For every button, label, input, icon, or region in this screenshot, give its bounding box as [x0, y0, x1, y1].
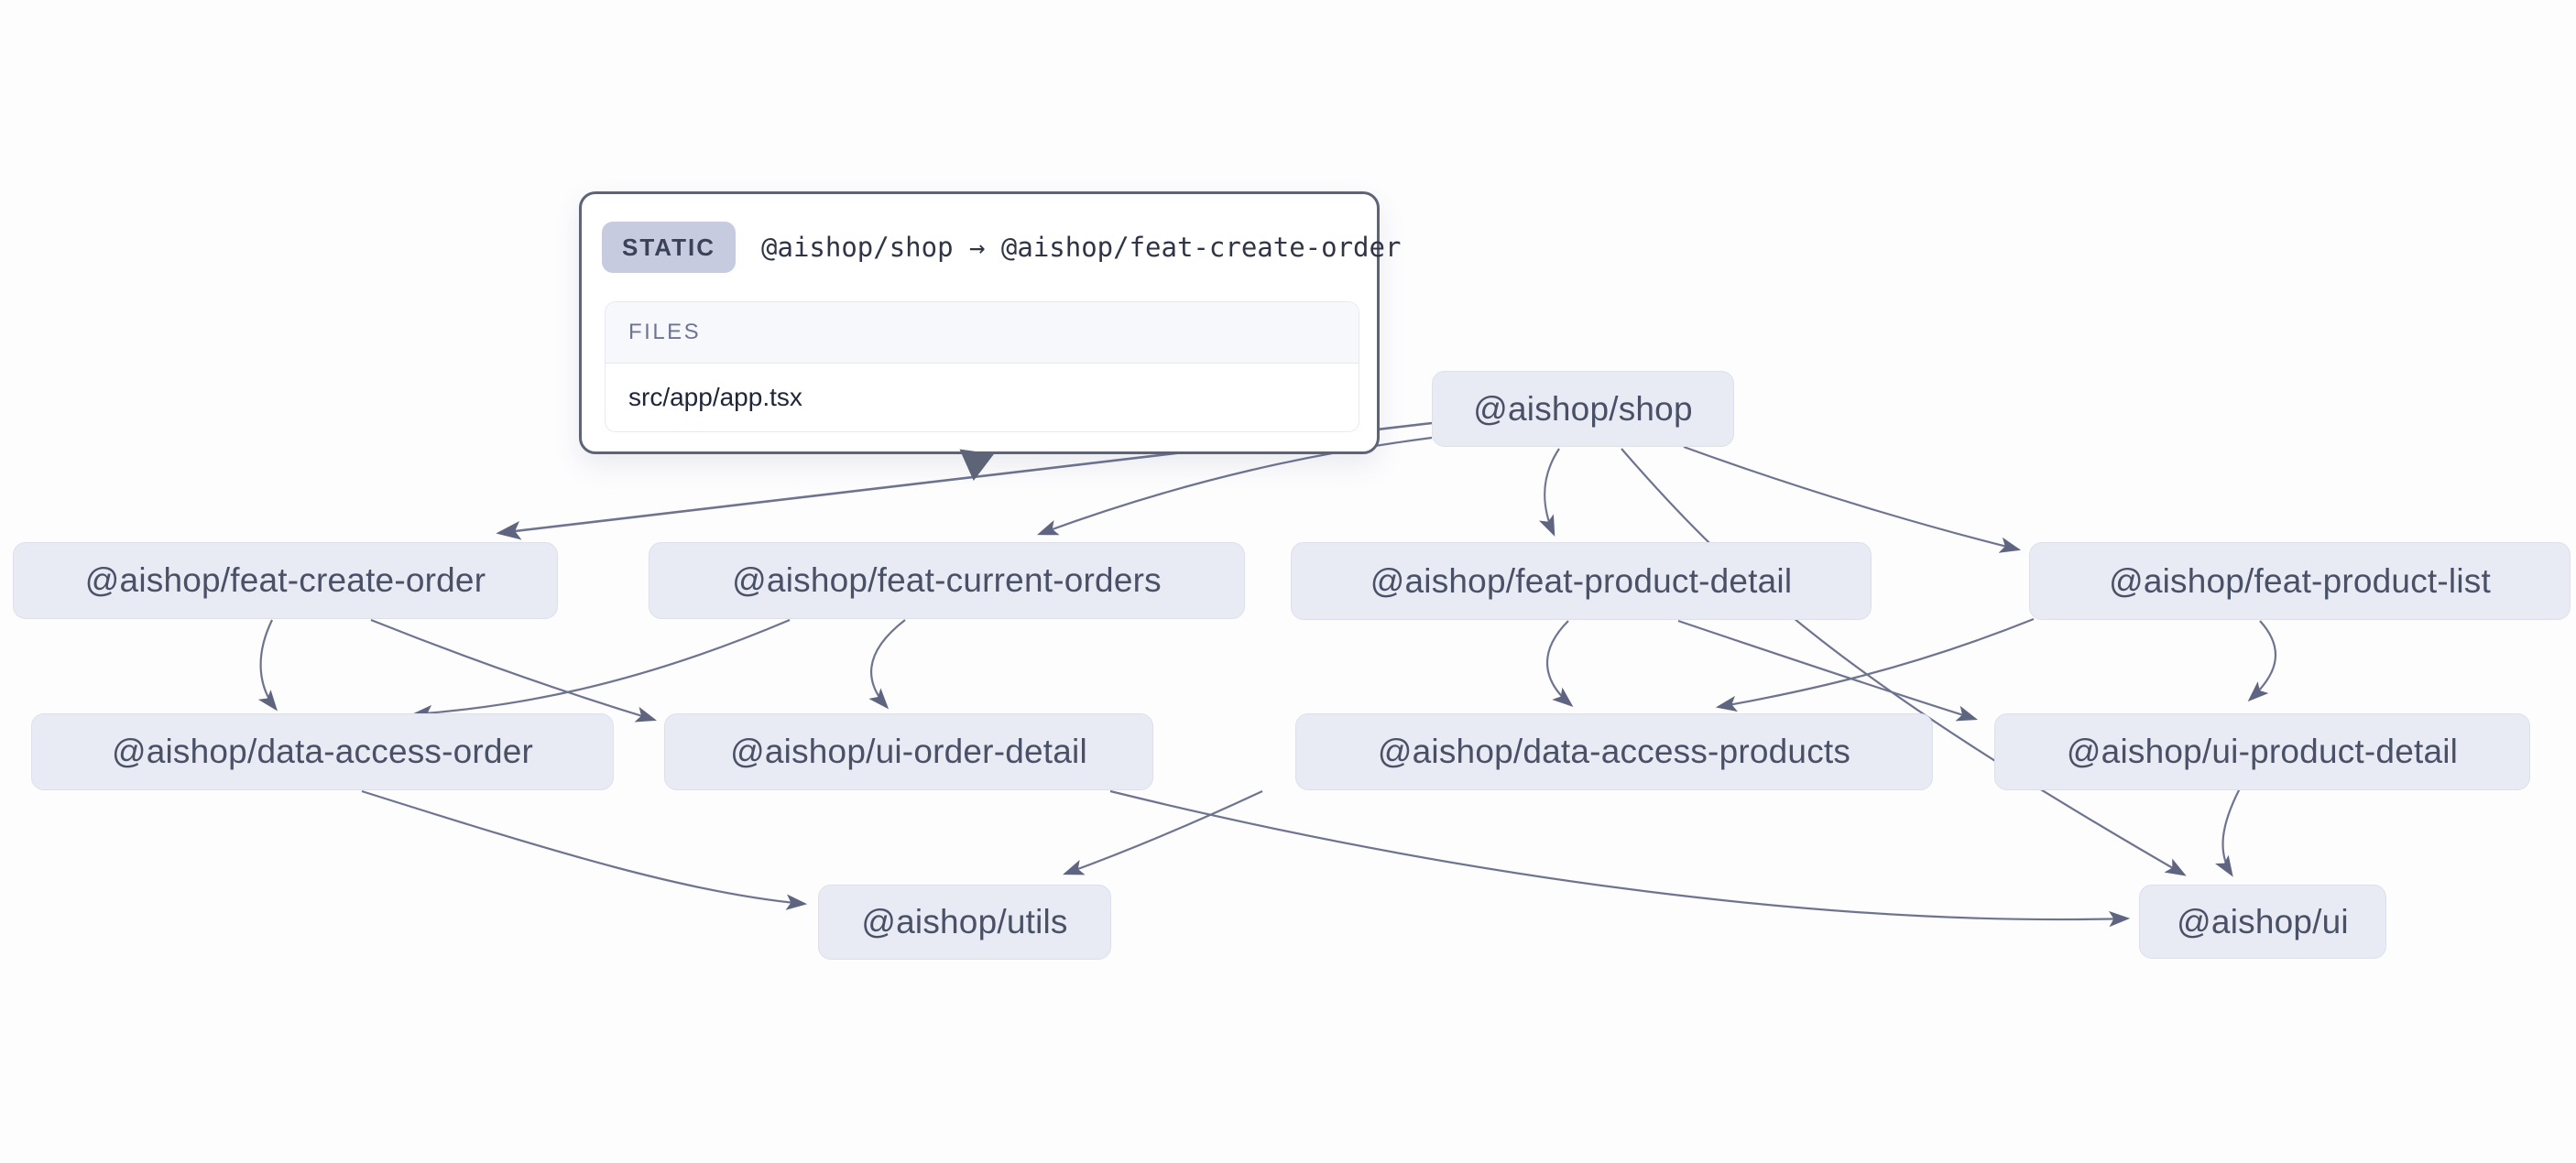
edge-shop-to-fcuo[interactable] [1037, 436, 1433, 536]
edge-shop-to-ui[interactable] [1621, 448, 2187, 876]
edge-shop-to-fpd[interactable] [1539, 448, 1560, 537]
tooltip-header: STATIC @aishop/shop → @aishop/feat-creat… [602, 222, 1401, 273]
graph-node-fco[interactable]: @aishop/feat-create-order [13, 542, 558, 619]
edge-type-badge: STATIC [602, 222, 737, 273]
graph-node-shop[interactable]: @aishop/shop [1432, 371, 1734, 447]
edge-tooltip: STATIC @aishop/shop → @aishop/feat-creat… [579, 191, 1401, 484]
edge-fco-to-uiod[interactable] [370, 618, 658, 723]
edge-fcuo-to-uiod[interactable] [868, 619, 906, 710]
edge-fpl-to-dap[interactable] [1715, 617, 2035, 712]
graph-node-fpl[interactable]: @aishop/feat-product-list [2029, 542, 2571, 620]
graph-node-fcuo[interactable]: @aishop/feat-current-orders [649, 542, 1245, 619]
edge-dap-to-utils[interactable] [1063, 790, 1263, 875]
edge-uiod-to-ui[interactable] [1109, 789, 2131, 928]
graph-node-uipd[interactable]: @aishop/ui-product-detail [1994, 713, 2530, 790]
edge-shop-to-fpl[interactable] [1683, 445, 2022, 553]
tooltip-caret-icon [955, 449, 995, 484]
graph-node-dao[interactable]: @aishop/data-access-order [31, 713, 614, 790]
graph-node-utils[interactable]: @aishop/utils [818, 885, 1111, 960]
files-header: FILES [606, 302, 1359, 364]
edge-fco-to-dao[interactable] [257, 619, 278, 712]
file-row: src/app/app.tsx [606, 364, 1359, 431]
files-list: src/app/app.tsx [606, 364, 1359, 431]
edge-fpd-to-uipd[interactable] [1677, 619, 1979, 722]
edge-fpl-to-uipd[interactable] [2247, 620, 2277, 702]
edge-label: @aishop/shop → @aishop/feat-create-order [761, 232, 1402, 263]
graph-node-ui[interactable]: @aishop/ui [2139, 885, 2386, 959]
graph-node-fpd[interactable]: @aishop/feat-product-detail [1291, 542, 1872, 620]
edge-dao-to-utils[interactable] [361, 789, 808, 910]
tooltip-files-box: FILES src/app/app.tsx [605, 301, 1359, 432]
edge-fcuo-to-dao[interactable] [410, 618, 791, 722]
edge-uipd-to-ui[interactable] [2214, 788, 2241, 877]
graph-node-dap[interactable]: @aishop/data-access-products [1295, 713, 1933, 790]
graph-node-uiod[interactable]: @aishop/ui-order-detail [664, 713, 1153, 790]
edge-fpd-to-dap[interactable] [1546, 620, 1574, 708]
